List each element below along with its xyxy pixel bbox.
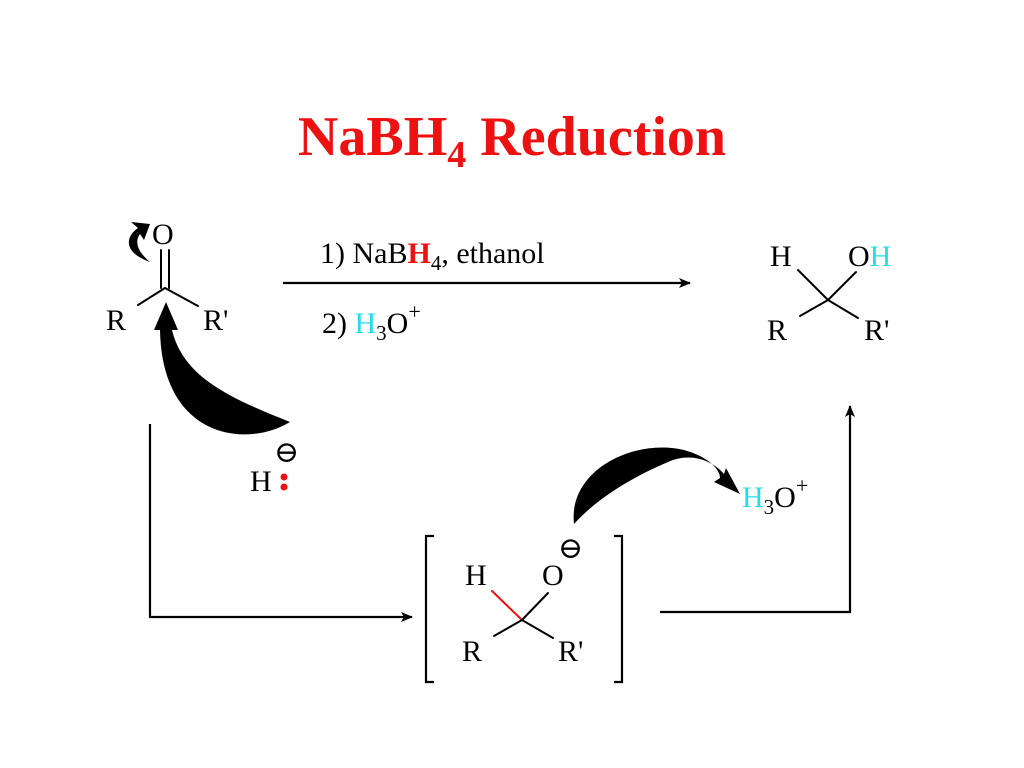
- title-main: NaBH: [298, 106, 447, 168]
- product-bond-h: [797, 269, 829, 301]
- hydronium-proton: H: [742, 481, 764, 514]
- path-arrow-to-product: [660, 405, 855, 614]
- hydride-h-label: H: [250, 465, 272, 498]
- title-subscript: 4: [447, 134, 466, 176]
- intermediate-h-label: H: [465, 559, 487, 592]
- intermediate-bond-rp: [521, 619, 554, 639]
- reactant-bond-r: [137, 287, 166, 306]
- reagent-step-1-suffix: , ethanol: [441, 237, 544, 270]
- intermediate-r-label: R: [462, 635, 482, 668]
- hydride-lone-pair-dot-bottom: [280, 483, 288, 491]
- reagent-step-1: 1) NaBH4, ethanol: [320, 237, 545, 275]
- product-h-label: H: [770, 240, 792, 273]
- reagent-step-2-proton: H: [355, 307, 377, 340]
- hydronium-charge: +: [796, 473, 808, 498]
- path-arrow-to-intermediate: [148, 424, 413, 622]
- intermediate-o-label: O: [542, 559, 564, 592]
- product-oh-label: OH: [848, 240, 891, 273]
- reagent-step-2-charge: +: [408, 299, 420, 324]
- reactant-rp-label: R': [203, 304, 228, 337]
- reagent-step-1-subscript: 4: [431, 251, 442, 275]
- alkoxide-intermediate: H O ⊖ R R': [424, 532, 624, 684]
- reactant-ketone: O R R': [106, 218, 228, 337]
- reagent-step-2-prefix: 2): [322, 307, 355, 340]
- product-bond-oh: [827, 271, 857, 301]
- product-alcohol: H OH R R': [767, 240, 891, 347]
- title-rest: Reduction: [466, 106, 726, 168]
- reagent-step-2-subscript: 3: [376, 321, 387, 345]
- hydronium-subscript: 3: [764, 495, 775, 519]
- hydride-lone-pair-dot-top: [280, 473, 288, 481]
- product-oh-proton: H: [870, 240, 892, 273]
- product-r-label: R: [767, 314, 787, 347]
- hydronium-label: H3O+: [742, 473, 808, 519]
- hydronium-oxygen: O: [774, 481, 796, 514]
- bracket-right: [614, 534, 624, 684]
- intermediate-bond-o: [521, 592, 549, 621]
- reagent-step-2: 2) H3O+: [322, 299, 421, 345]
- hydride-attack-arrow-icon: [154, 302, 290, 435]
- protonation-arrow-icon: [573, 447, 740, 524]
- intermediate-bond-h: [491, 590, 523, 621]
- reagent-step-1-prefix: 1) NaB: [320, 237, 407, 270]
- reactant-oxygen-label: O: [152, 218, 174, 251]
- product-o-label: O: [848, 240, 870, 273]
- intermediate-bond-r: [493, 619, 523, 637]
- reactant-bond-rp: [164, 287, 199, 307]
- page-title: NaBH4 Reduction: [298, 106, 726, 176]
- reagent-step-1-hydride: H: [407, 237, 430, 270]
- product-rp-label: R': [864, 314, 889, 347]
- reactant-r-label: R: [106, 304, 126, 337]
- intermediate-rp-label: R': [558, 635, 583, 668]
- alkoxide-negative-charge-icon: ⊖: [558, 532, 583, 565]
- product-bond-r: [799, 299, 829, 317]
- reagent-step-2-oxygen: O: [387, 307, 409, 340]
- hydride-ion: H ⊖: [250, 436, 299, 498]
- product-bond-rp: [827, 299, 859, 319]
- hydride-negative-charge-icon: ⊖: [274, 436, 299, 469]
- bracket-left: [424, 534, 434, 684]
- carbonyl-electron-arrow-icon: [128, 222, 150, 262]
